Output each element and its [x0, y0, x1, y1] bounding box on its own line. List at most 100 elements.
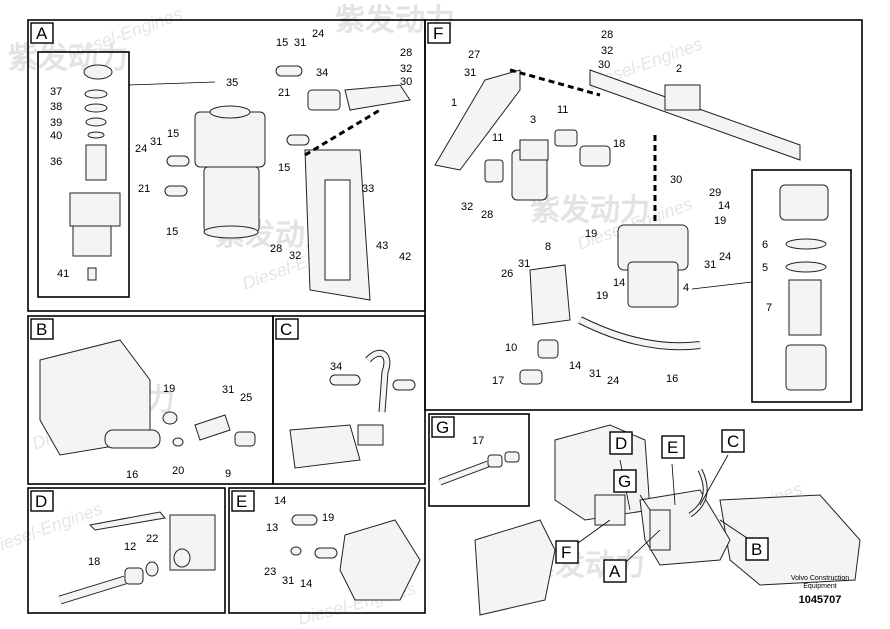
callout-number: 21: [278, 87, 290, 99]
o-ring-part: [162, 411, 178, 425]
callout-number: 3: [530, 114, 536, 126]
callout-number: 4: [683, 282, 689, 294]
o-ring-part: [290, 546, 302, 556]
filter-bowl-part: [72, 225, 112, 257]
callout-number: 34: [316, 67, 328, 79]
leader-line: [671, 463, 676, 506]
callout-number: 25: [240, 392, 252, 404]
filter-head-part: [519, 139, 549, 161]
leader-line: [625, 529, 661, 563]
callout-number: 21: [138, 183, 150, 195]
valve-block-part: [339, 519, 421, 601]
frame-part: [719, 494, 861, 586]
panel-b-label: B: [36, 320, 47, 339]
fitting-part: [487, 454, 503, 468]
callout-number: 9: [225, 468, 231, 480]
callout-number: 19: [714, 215, 726, 227]
callout-number: 19: [596, 290, 608, 302]
panel-a: A: [27, 19, 426, 312]
o-ring-part: [85, 117, 107, 127]
fitting-part: [554, 129, 578, 147]
clamp-part: [164, 185, 188, 197]
panel-a-label: A: [36, 24, 48, 43]
beam-part: [589, 69, 801, 161]
callout-number: 2: [676, 63, 682, 75]
callout-number: 15: [278, 162, 290, 174]
machine-overview: D E C G F A B: [474, 424, 861, 616]
hose-part: [579, 145, 611, 167]
cap-part: [83, 64, 113, 80]
callout-number: 31: [222, 384, 234, 396]
callout-number: 6: [762, 239, 768, 251]
valve-block-part: [289, 424, 361, 469]
callout-number: 14: [569, 360, 581, 372]
callout-number: 14: [300, 578, 312, 590]
panel-g: G 17: [428, 413, 530, 507]
panel-c-label: C: [280, 320, 292, 339]
callout-number: 34: [330, 361, 342, 373]
callout-number: 31: [704, 259, 716, 271]
panel-c-tag: [275, 318, 299, 340]
panel-d-tag: [30, 490, 54, 512]
bracket-part: [88, 511, 166, 531]
hose-fill: [58, 576, 127, 604]
callout-number: 13: [266, 522, 278, 534]
callout-number: 43: [376, 240, 388, 252]
o-ring-part: [785, 261, 827, 273]
panel-a-callouts: 15 31 24 28 32 30 35 34 37 38 39 40 21 3…: [50, 28, 412, 280]
panel-g-label: G: [436, 418, 449, 437]
fitting-part: [519, 369, 543, 385]
inset-leader: [691, 281, 753, 290]
callout-number: 14: [274, 495, 286, 507]
panel-f-tag: [427, 22, 451, 44]
filter-head-part: [69, 192, 121, 227]
filter-element-part: [788, 279, 822, 336]
callout-number: 27: [468, 49, 480, 61]
callout-number: 24: [719, 251, 731, 263]
callout-number: 31: [518, 258, 530, 270]
hose-fill: [439, 461, 489, 485]
footer-company: Volvo Construction: [791, 575, 849, 582]
footer: Volvo Construction Equipment 1045707: [791, 575, 849, 606]
callout-number: 18: [613, 138, 625, 150]
svg-text:B: B: [751, 540, 762, 559]
leader-line: [719, 519, 751, 541]
svg-text:E: E: [667, 438, 678, 457]
callout-number: 22: [146, 533, 158, 545]
callout-number: 16: [126, 469, 138, 481]
panel-b: B 19 31 25 16 20 9: [27, 315, 274, 485]
overview-label-f: F: [555, 540, 579, 564]
plate-cutout: [324, 179, 351, 281]
hose-fill: [366, 350, 390, 413]
callout-number: 31: [294, 37, 306, 49]
callout-number: 41: [57, 268, 69, 280]
clamp-part: [166, 155, 190, 167]
overview-label-e: E: [661, 435, 685, 459]
callout-number: 1: [451, 97, 457, 109]
o-ring-part: [173, 548, 191, 568]
panel-f-label: F: [433, 24, 443, 43]
filter-cap-part: [209, 105, 251, 119]
callout-number: 24: [135, 143, 147, 155]
callout-number: 17: [472, 435, 484, 447]
clamp-part: [286, 134, 310, 146]
callout-number: 31: [150, 136, 162, 148]
callout-number: 30: [670, 174, 682, 186]
callout-number: 42: [399, 251, 411, 263]
o-ring-part: [172, 437, 184, 447]
panel-c: C 34: [272, 315, 426, 485]
fitting-part: [484, 159, 504, 183]
panel-g-tag: [431, 416, 455, 438]
panel-d-label: D: [35, 492, 47, 511]
hose-fill: [578, 317, 701, 350]
callout-number: 18: [88, 556, 100, 568]
callout-number: 14: [613, 277, 625, 289]
callout-number: 31: [282, 575, 294, 587]
fitting-part: [357, 424, 384, 446]
svg-text:G: G: [618, 472, 631, 491]
callout-number: 37: [50, 86, 62, 98]
panel-f-inset: [751, 169, 852, 403]
svg-text:D: D: [615, 434, 627, 453]
panel-c-frame: [272, 315, 426, 485]
